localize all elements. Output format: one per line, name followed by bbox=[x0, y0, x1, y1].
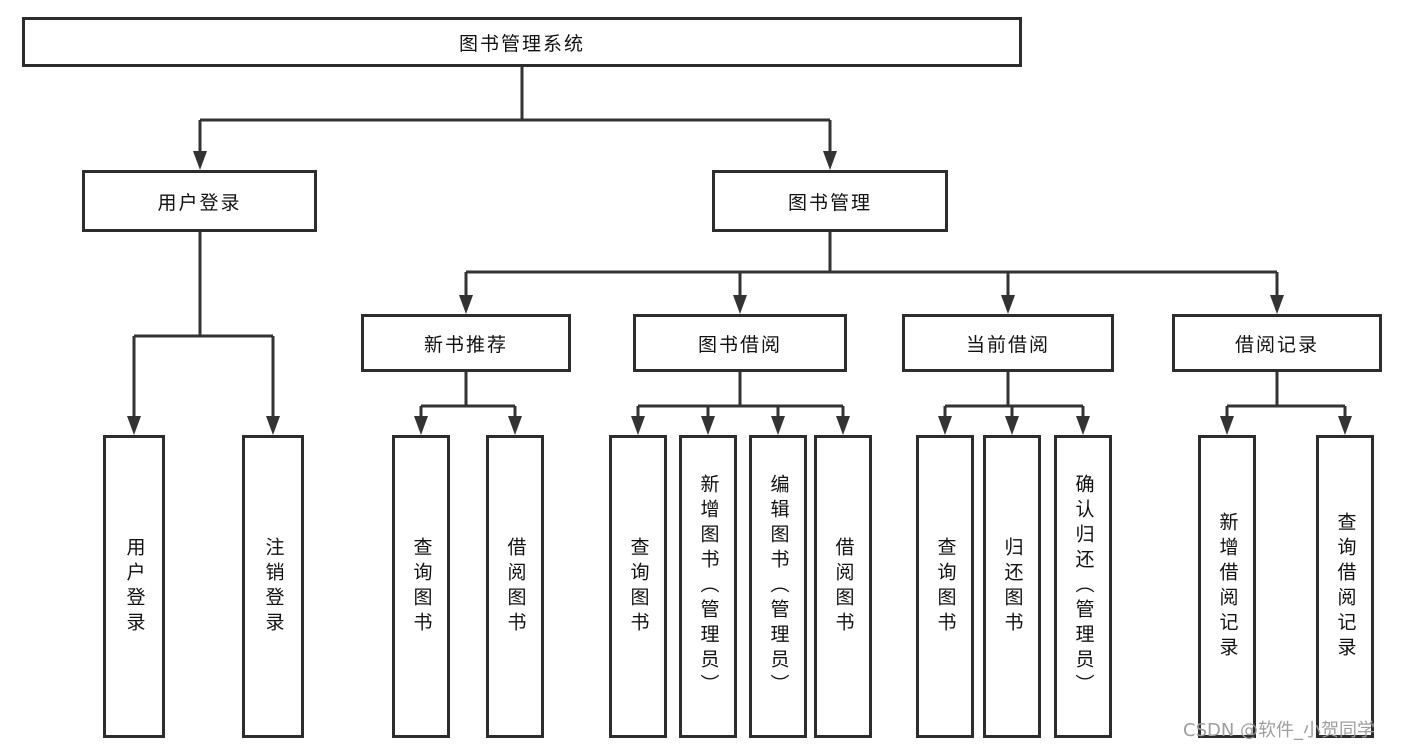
node-label: 借阅记录 bbox=[1234, 333, 1319, 356]
leaf-label: 查询借阅记录 bbox=[1334, 511, 1357, 662]
leaf-label: 借阅图书 bbox=[832, 536, 855, 637]
leaf-query-books: 查询图书 bbox=[392, 435, 450, 738]
leaf-borrow-books: 借阅图书 bbox=[814, 435, 872, 738]
leaf-query-books: 查询图书 bbox=[609, 435, 667, 738]
node-root: 图书管理系统 bbox=[22, 17, 1022, 67]
leaf-label: 确认归还（管理员） bbox=[1072, 474, 1095, 699]
node-user-login: 用户登录 bbox=[82, 170, 317, 232]
leaf-label: 查询图书 bbox=[934, 536, 957, 637]
leaf-add-borrow-record: 新增借阅记录 bbox=[1198, 435, 1256, 738]
leaf-label: 新增图书（管理员） bbox=[697, 474, 720, 699]
node-new-book-recommend: 新书推荐 bbox=[361, 314, 571, 372]
node-label: 图书借阅 bbox=[697, 333, 782, 356]
node-label: 用户登录 bbox=[157, 191, 242, 214]
leaf-query-borrow-record: 查询借阅记录 bbox=[1316, 435, 1374, 738]
leaf-query-books: 查询图书 bbox=[916, 435, 974, 738]
leaf-label: 借阅图书 bbox=[504, 536, 527, 637]
leaf-return-books: 归还图书 bbox=[983, 435, 1041, 738]
leaf-label: 查询图书 bbox=[627, 536, 650, 637]
node-borrow-records: 借阅记录 bbox=[1172, 314, 1382, 372]
leaf-borrow-books: 借阅图书 bbox=[486, 435, 544, 738]
leaf-label: 注销登录 bbox=[262, 536, 285, 637]
node-label: 当前借阅 bbox=[965, 333, 1050, 356]
leaf-label: 新增借阅记录 bbox=[1216, 511, 1239, 662]
node-book-management: 图书管理 bbox=[712, 170, 948, 232]
csdn-watermark: CSDN @软件_小贺同学 bbox=[1183, 720, 1376, 741]
node-book-borrow: 图书借阅 bbox=[633, 314, 847, 372]
leaf-label: 查询图书 bbox=[410, 536, 433, 637]
leaf-label: 编辑图书（管理员） bbox=[767, 474, 790, 699]
leaf-add-books-admin: 新增图书（管理员） bbox=[679, 435, 737, 738]
leaf-label: 归还图书 bbox=[1001, 536, 1024, 637]
node-root-label: 图书管理系统 bbox=[458, 32, 585, 55]
node-current-borrow: 当前借阅 bbox=[902, 314, 1114, 372]
node-label: 图书管理 bbox=[787, 191, 872, 214]
node-label: 新书推荐 bbox=[423, 333, 508, 356]
leaf-confirm-return-admin: 确认归还（管理员） bbox=[1054, 435, 1112, 738]
leaf-user-login: 用户登录 bbox=[103, 435, 165, 738]
leaf-edit-books-admin: 编辑图书（管理员） bbox=[749, 435, 807, 738]
leaf-label: 用户登录 bbox=[123, 536, 146, 637]
leaf-logout: 注销登录 bbox=[242, 435, 304, 738]
